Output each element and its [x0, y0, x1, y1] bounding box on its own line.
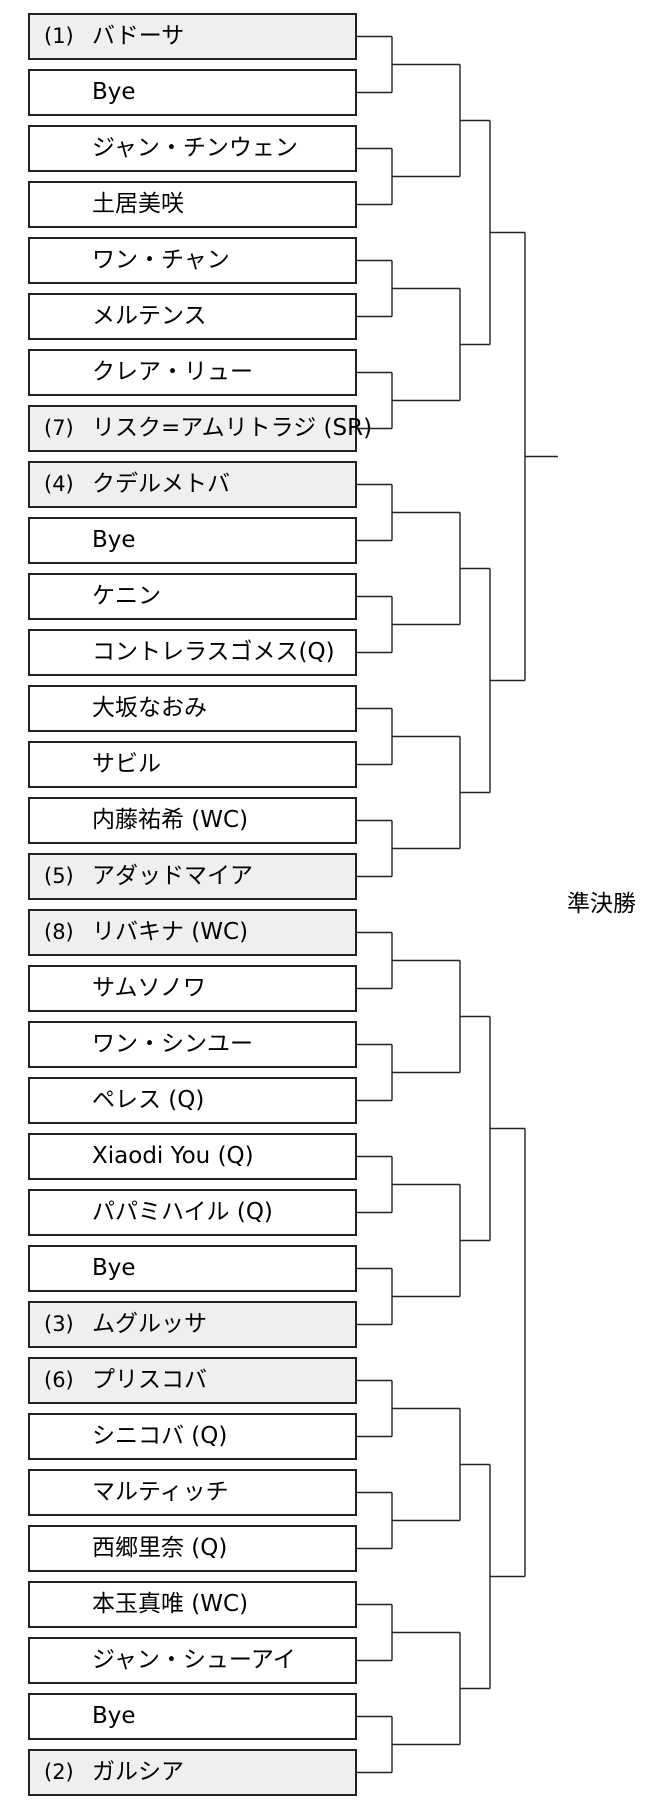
player-name: 土居美咲 — [92, 191, 184, 217]
player-entry: (5) アダッドマイア — [28, 853, 357, 900]
player-name: ケニン — [92, 583, 161, 609]
player-name: クデルメトバ — [92, 471, 230, 497]
player-name: サビル — [92, 751, 161, 777]
player-name: バドーサ — [92, 23, 185, 49]
player-entry: 西郷里奈 (Q) — [28, 1525, 357, 1572]
player-name: 本玉真唯 (WC) — [92, 1591, 249, 1617]
player-name: ムグルッサ — [92, 1311, 207, 1337]
player-name: Xiaodi You (Q) — [92, 1143, 254, 1169]
player-entry: 土居美咲 — [28, 181, 357, 228]
player-name: プリスコバ — [92, 1367, 207, 1393]
player-name: 大坂なおみ — [92, 695, 207, 721]
player-entry: メルテンス — [28, 293, 357, 340]
player-entry: ケニン — [28, 573, 357, 620]
player-entry: Xiaodi You (Q) — [28, 1133, 357, 1180]
player-entry: (4) クデルメトバ — [28, 461, 357, 508]
player-entry: マルティッチ — [28, 1469, 357, 1516]
player-name: リバキナ (WC) — [92, 919, 249, 945]
player-entry: Bye — [28, 1693, 357, 1740]
player-entry: ワン・チャン — [28, 237, 357, 284]
player-name: ワン・シンユー — [92, 1031, 253, 1057]
player-entry: サビル — [28, 741, 357, 788]
player-name: パパミハイル (Q) — [92, 1199, 273, 1225]
player-entry: Bye — [28, 69, 357, 116]
seed-number: (4) — [44, 472, 74, 496]
seed-number: (7) — [44, 416, 74, 440]
seed-number: (1) — [44, 24, 74, 48]
seed-number: (3) — [44, 1312, 74, 1336]
player-entry: シニコバ (Q) — [28, 1413, 357, 1460]
player-entry: ワン・シンユー — [28, 1021, 357, 1068]
player-name: 西郷里奈 (Q) — [92, 1535, 228, 1561]
seed-number: (2) — [44, 1760, 74, 1784]
player-entry: サムソノワ — [28, 965, 357, 1012]
player-entry: (1) バドーサ — [28, 13, 357, 60]
player-entry: ジャン・チンウェン — [28, 125, 357, 172]
semifinal-label: 準決勝 — [567, 891, 636, 917]
player-name: ジャン・チンウェン — [92, 135, 298, 161]
seed-number: (8) — [44, 920, 74, 944]
player-entry: Bye — [28, 517, 357, 564]
player-name: Bye — [92, 1703, 136, 1729]
player-name: コントレラスゴメス(Q) — [92, 639, 335, 665]
player-name: 内藤祐希 (WC) — [92, 807, 249, 833]
player-entry: (8) リバキナ (WC) — [28, 909, 357, 956]
player-entry: コントレラスゴメス(Q) — [28, 629, 357, 676]
player-entry: (6) プリスコバ — [28, 1357, 357, 1404]
player-name: Bye — [92, 1255, 136, 1281]
player-name: ガルシア — [92, 1759, 184, 1785]
player-name: アダッドマイア — [92, 863, 253, 889]
player-name: クレア・リュー — [92, 359, 253, 385]
player-entry: 大坂なおみ — [28, 685, 357, 732]
player-entry: (3) ムグルッサ — [28, 1301, 357, 1348]
player-entry: Bye — [28, 1245, 357, 1292]
player-entry: パパミハイル (Q) — [28, 1189, 357, 1236]
player-name: ジャン・シューアイ — [92, 1647, 296, 1673]
player-entry: ペレス (Q) — [28, 1077, 357, 1124]
player-name: Bye — [92, 527, 136, 553]
player-entry: クレア・リュー — [28, 349, 357, 396]
player-name: メルテンス — [92, 303, 207, 329]
player-name: ペレス (Q) — [92, 1087, 205, 1113]
player-name: サムソノワ — [92, 975, 206, 1001]
seed-number: (5) — [44, 864, 74, 888]
player-entry: (2) ガルシア — [28, 1749, 357, 1796]
player-entry: 内藤祐希 (WC) — [28, 797, 357, 844]
player-name: リスク=アムリトラジ (SR) — [92, 415, 373, 441]
player-entry: 本玉真唯 (WC) — [28, 1581, 357, 1628]
player-name: シニコバ (Q) — [92, 1423, 228, 1449]
player-name: Bye — [92, 79, 136, 105]
player-entry: (7) リスク=アムリトラジ (SR) — [28, 405, 372, 452]
player-name: マルティッチ — [92, 1479, 229, 1505]
player-entry: ジャン・シューアイ — [28, 1637, 357, 1684]
seed-number: (6) — [44, 1368, 74, 1392]
player-name: ワン・チャン — [92, 247, 230, 273]
